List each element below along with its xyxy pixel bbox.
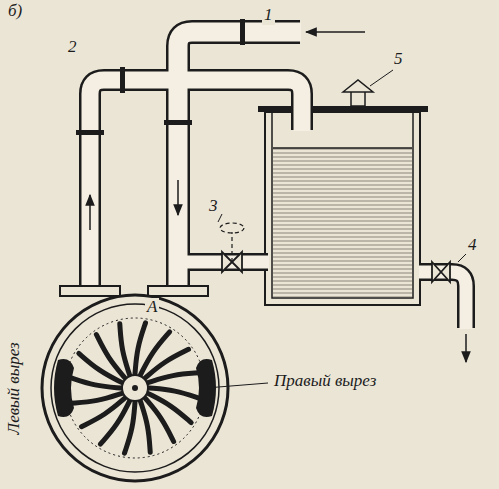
impeller-blade: [71, 393, 122, 403]
part-label: Правый вырез: [272, 372, 378, 391]
impeller-blade: [120, 324, 130, 375]
callout-number: 2: [66, 38, 79, 57]
valve: [218, 214, 244, 272]
callout-number: 1: [262, 6, 275, 25]
pump-body: [42, 295, 268, 481]
valve: [432, 254, 466, 282]
figure-letter: б): [6, 2, 24, 21]
callout-number: 4: [466, 236, 479, 255]
left-cutout: [54, 359, 74, 417]
part-label: Левый вырез: [5, 340, 24, 436]
impeller-blade: [148, 373, 199, 383]
outlet-arrow: [465, 334, 467, 362]
inlet-arrow: [306, 31, 365, 33]
callout-number: 5: [392, 50, 405, 69]
callout-number: 3: [207, 197, 220, 216]
tank: [258, 106, 428, 305]
vent-pipe: [343, 70, 393, 106]
impeller-blade: [140, 401, 150, 452]
pipes: [76, 19, 466, 329]
callout-letter: А: [145, 298, 159, 317]
